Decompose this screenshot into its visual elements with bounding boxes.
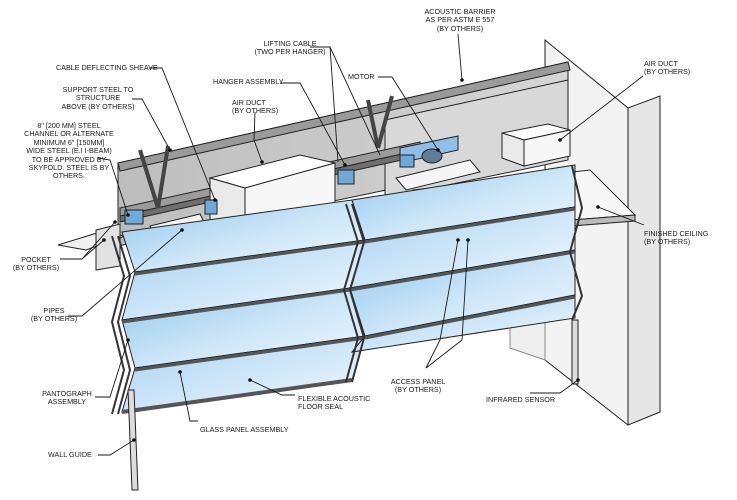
hanger-assemblies — [124, 154, 415, 225]
label-air-duct-left: AIR DUCT (BY OTHERS) — [232, 98, 279, 116]
label-acoustic-barrier: ACOUSTIC BARRIER AS PER ASTM E 557 (BY O… — [424, 7, 496, 33]
label-hanger-assembly: HANGER ASSEMBLY — [213, 77, 284, 86]
glass-panel-assembly-right — [349, 164, 576, 353]
label-lifting-cable: LIFTING CABLE (TWO PER HANGER) — [254, 39, 326, 57]
label-cable-deflecting-sheave: CABLE DEFLECTING SHEAVE — [56, 63, 158, 72]
pantograph-assembly — [110, 165, 584, 415]
label-pocket: POCKET (BY OTHERS) — [12, 255, 60, 273]
label-flexible-seal: FLEXIBLE ACOUSTIC FLOOR SEAL — [298, 394, 371, 412]
label-glass-panel: GLASS PANEL ASSEMBLY — [200, 425, 289, 434]
label-pipes: PIPES (BY OTHERS) — [30, 306, 78, 324]
air-duct-right — [501, 123, 571, 167]
label-pantograph: PANTOGRAPH ASSEMBLY — [42, 389, 92, 407]
glass-panel-assembly-left — [121, 199, 366, 414]
label-wall-guide: WALL GUIDE — [48, 450, 92, 459]
infrared-sensor — [571, 319, 579, 385]
label-access-panel: ACCESS PANEL (BY OTHERS) — [390, 377, 446, 395]
label-finished-ceiling: FINISHED CEILING (BY OTHERS) — [644, 229, 709, 247]
label-support-steel: SUPPORT STEEL TO STRUCTURE ABOVE (BY OTH… — [61, 85, 135, 111]
label-motor: MOTOR — [348, 72, 375, 81]
leader-dots — [102, 78, 600, 442]
label-infrared-sensor: INFRARED SENSOR — [486, 395, 556, 404]
leader-lines — [60, 33, 645, 456]
label-steel-channel: 8" [200 mm] STEEL CHANNEL OR ALTERNATE M… — [24, 121, 114, 181]
label-air-duct-right: AIR DUCT (BY OTHERS) — [644, 59, 691, 77]
